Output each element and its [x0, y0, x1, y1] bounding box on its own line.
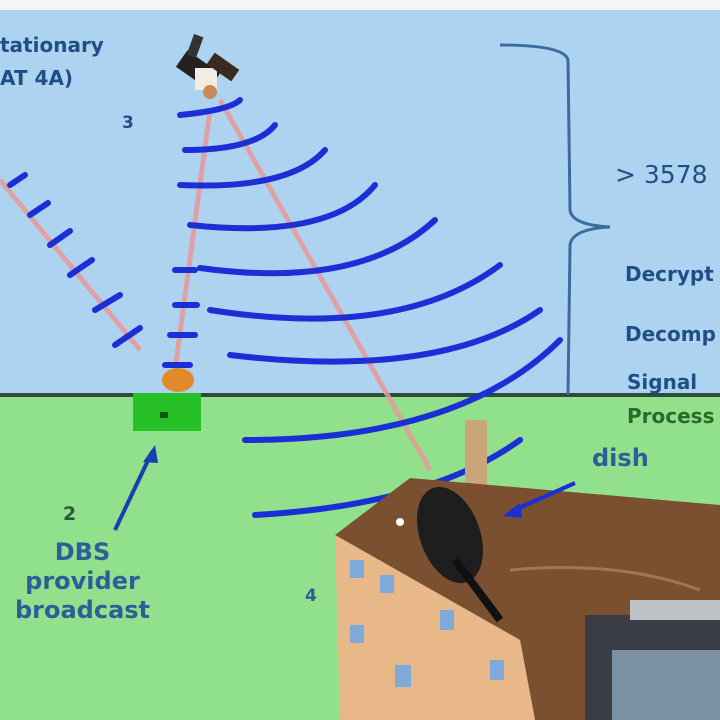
provider-line-2: provider [25, 567, 140, 595]
provider-line-1: DBS [54, 538, 111, 566]
step-2-label: 2 [63, 503, 77, 525]
provider-line-3: broadcast [14, 596, 151, 624]
ground-station-icon [133, 368, 201, 431]
distance-label: > 3578 [615, 160, 708, 189]
signal-waves [7, 97, 563, 518]
provider-label: DBS provider broadcast [0, 538, 165, 625]
dish-label: dish [592, 444, 649, 472]
satellite-name-2: AT 4A) [0, 66, 74, 90]
satellite-icon [175, 33, 240, 99]
top-strip [0, 0, 720, 10]
uplink-beams [0, 98, 433, 472]
dish-arrow [509, 481, 576, 514]
satellite-name: tationary [0, 33, 104, 57]
distance-brace [499, 43, 611, 396]
horizon-line [0, 393, 720, 397]
signal-label: Signal [627, 370, 698, 394]
arrow-head [143, 445, 158, 463]
decompress-label: Decomp [625, 322, 716, 346]
television-icon [585, 600, 720, 720]
arrow-head [503, 503, 522, 518]
step-3-label: 3 [122, 113, 134, 133]
processing-label: Process [627, 404, 715, 428]
step-4-label: 4 [305, 586, 317, 606]
provider-arrow [113, 451, 154, 531]
decrypt-label: Decrypt [625, 262, 714, 286]
satellite-dish-icon [396, 486, 504, 623]
